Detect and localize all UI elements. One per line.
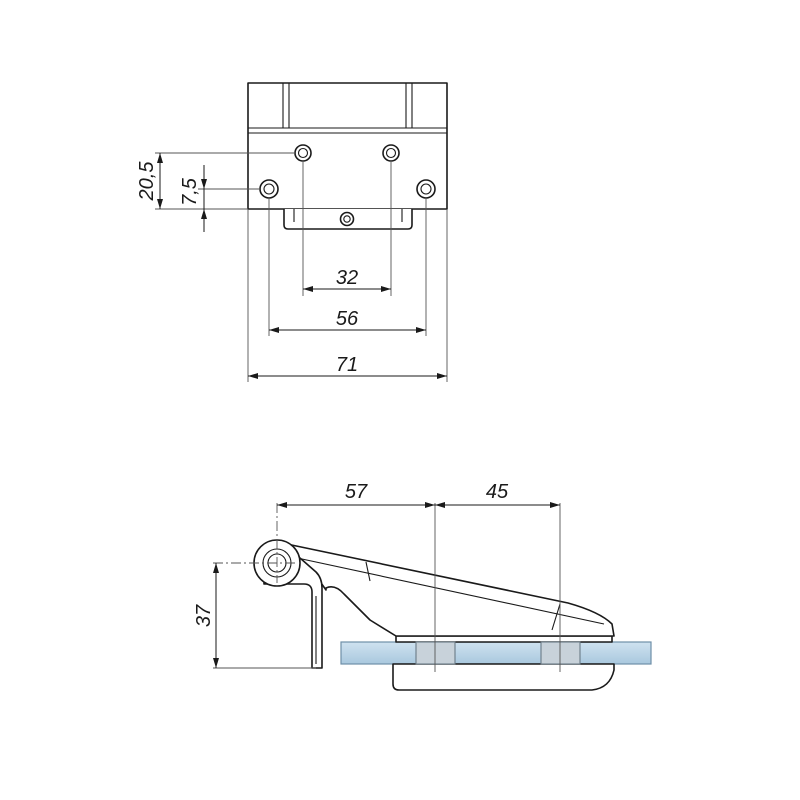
- hinge-wing-arm: [281, 542, 615, 637]
- dim-arrow: [269, 327, 279, 333]
- dim-label-20-5: 20,5: [136, 161, 158, 202]
- dim-label-45: 45: [486, 481, 509, 503]
- dim-label-57: 57: [345, 481, 368, 503]
- dim-arrow: [201, 179, 207, 189]
- dim-arrow: [213, 563, 219, 573]
- hole-lower-right-inner: [420, 183, 432, 195]
- screw-head-icon: [339, 211, 355, 227]
- lower-clamp-body: [392, 663, 615, 691]
- dim-arrow: [435, 502, 445, 508]
- upper-clamp-base: [395, 635, 613, 643]
- hinge-plate-outline: [247, 82, 448, 210]
- dim-arrow: [157, 153, 163, 163]
- dim-label-71: 71: [336, 354, 358, 376]
- dim-arrow: [437, 373, 447, 379]
- dim-label-7-5: 7,5: [179, 177, 201, 206]
- hole-upper-right: [382, 144, 400, 162]
- dim-arrow: [277, 502, 287, 508]
- side-view: 57 45 37: [193, 481, 652, 691]
- hole-upper-right-inner: [385, 147, 397, 159]
- screw-slot-icon: [343, 215, 351, 223]
- hole-lower-left: [259, 179, 279, 199]
- dim-arrow: [157, 199, 163, 209]
- dim-arrow: [425, 502, 435, 508]
- dim-arrow: [213, 658, 219, 668]
- dim-arrow: [303, 286, 313, 292]
- dim-arrow: [381, 286, 391, 292]
- dim-label-37: 37: [193, 604, 215, 627]
- dim-arrow: [550, 502, 560, 508]
- wing-tip-line: [551, 603, 561, 631]
- glass-insert-right: [540, 641, 581, 665]
- dim-label-56: 56: [336, 308, 359, 330]
- hole-upper-left-inner: [297, 147, 309, 159]
- hole-lower-right: [416, 179, 436, 199]
- glass-insert-left: [415, 641, 456, 665]
- wing-crease-line: [365, 561, 371, 582]
- dim-arrow: [248, 373, 258, 379]
- wing-bevel-line: [287, 555, 605, 625]
- dim-arrow: [201, 209, 207, 219]
- top-view: 20,5 7,5 32 56 71: [136, 82, 448, 382]
- hole-upper-left: [294, 144, 312, 162]
- mounting-holes: [259, 144, 436, 199]
- dim-arrow: [416, 327, 426, 333]
- glass-panel: [340, 641, 652, 665]
- hole-lower-left-inner: [263, 183, 275, 195]
- dim-label-32: 32: [336, 267, 358, 289]
